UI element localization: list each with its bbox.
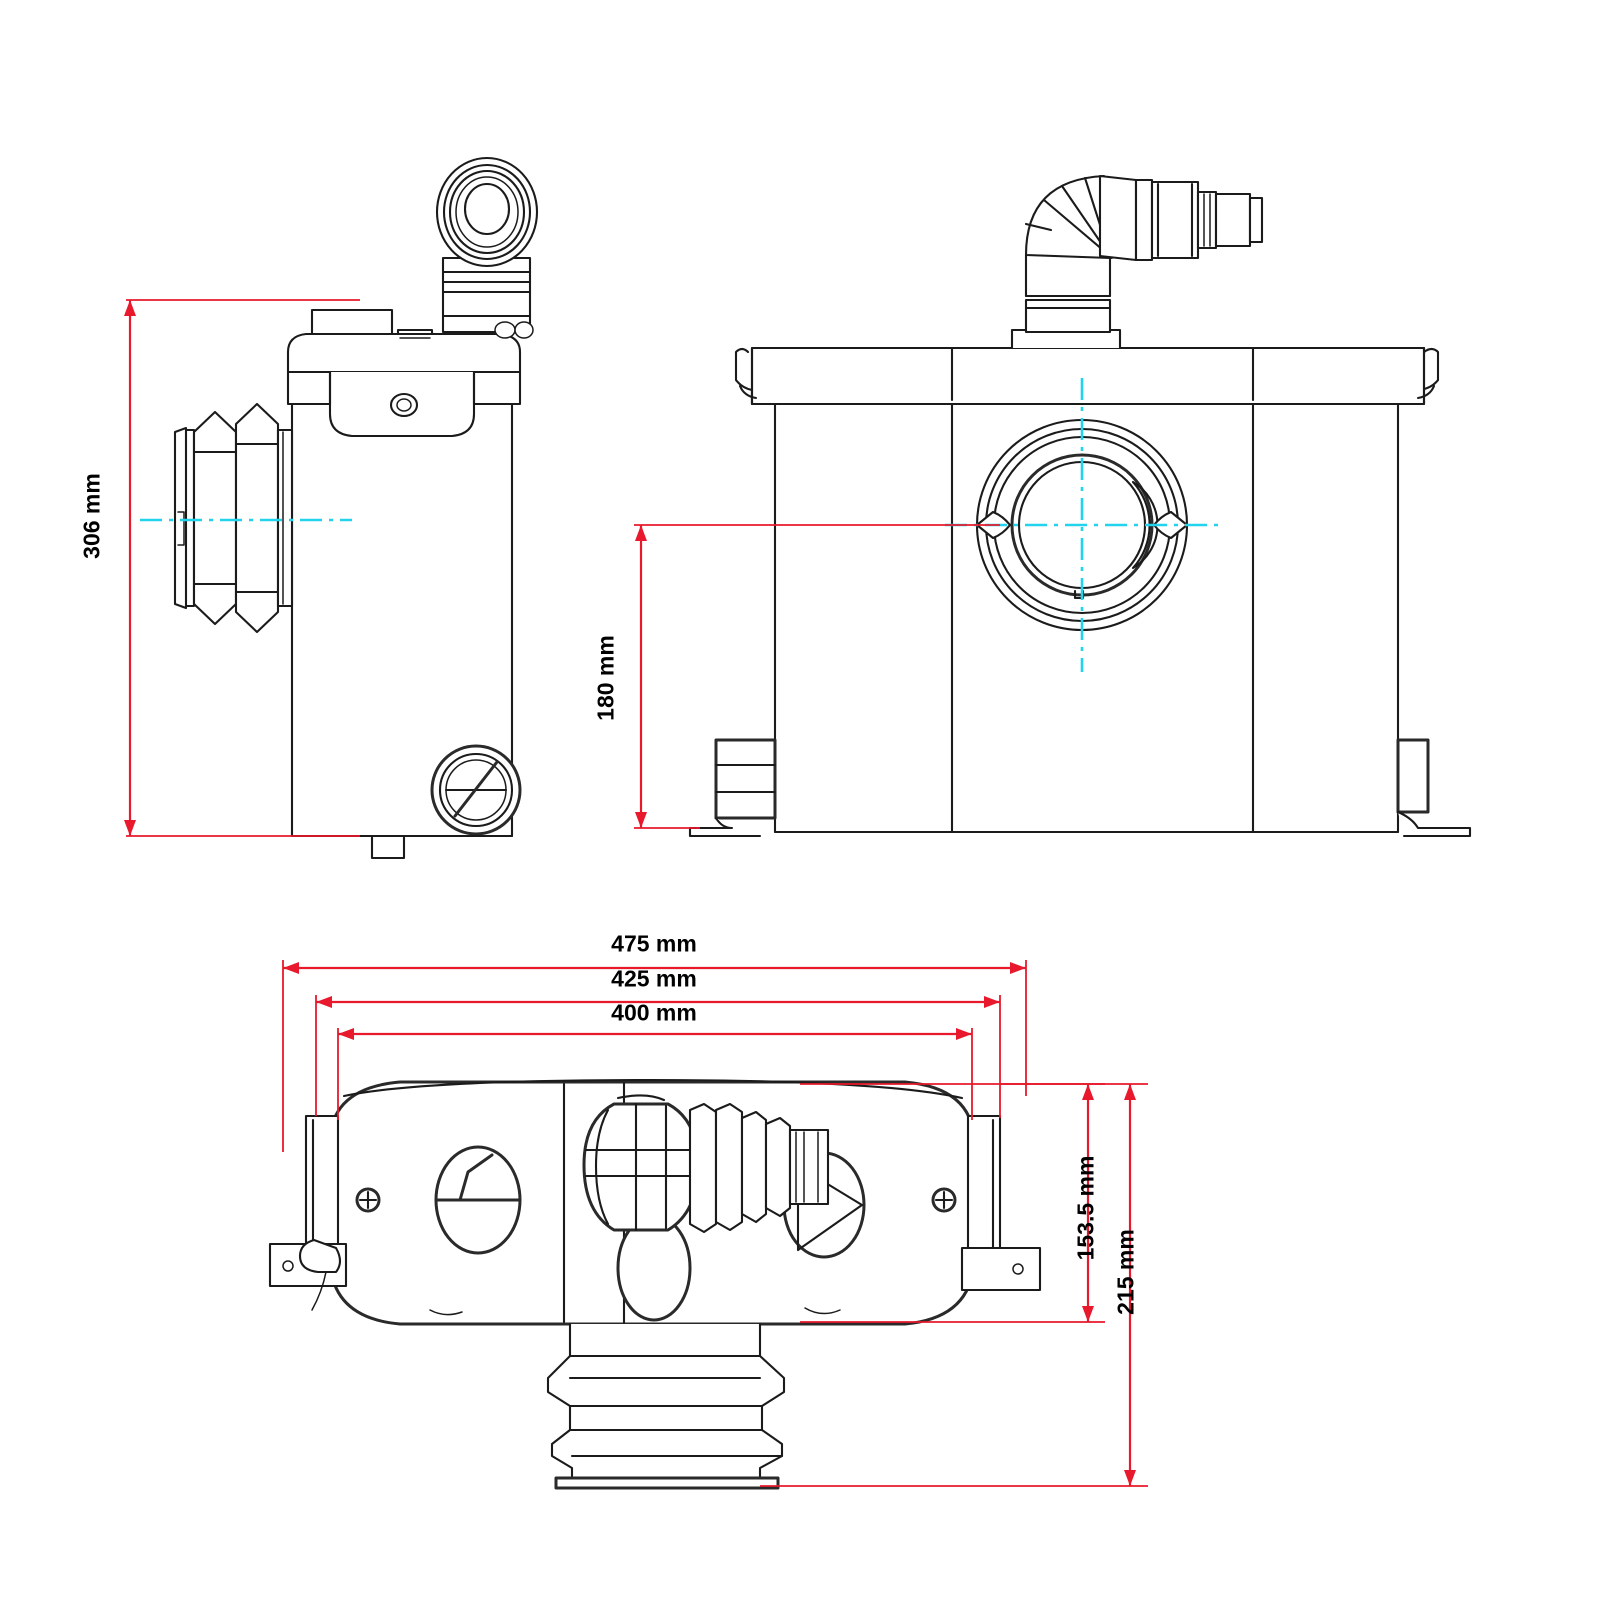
top-view [268, 1078, 1042, 1490]
dimension-label-153-5mm: 153.5 mm [1073, 1156, 1100, 1261]
left-mounting-bracket [688, 738, 777, 838]
dimension-value-400mm: 400 mm [611, 999, 697, 1026]
bellows-outlet-connector [546, 1322, 786, 1490]
dimension-215mm [760, 1083, 1148, 1487]
left-mounting-bracket-top [268, 1114, 348, 1311]
vent-port-circle [434, 1145, 522, 1255]
dimension-475mm [282, 960, 1027, 1152]
round-cross-cap [430, 744, 522, 836]
bellows-inlet-connector [173, 402, 294, 634]
dimension-label-400mm: 400 mm [611, 1000, 697, 1027]
elbow-end-view [435, 156, 539, 339]
dimension-value-306mm: 306 mm [78, 473, 105, 559]
dimension-label-306mm: 306 mm [79, 473, 106, 559]
mounting-foot [370, 834, 406, 860]
side-view-housing [286, 308, 522, 838]
front-view [688, 174, 1472, 838]
dimension-value-475mm: 475 mm [611, 930, 697, 957]
dimension-value-425mm: 425 mm [611, 965, 697, 992]
ribbed-hose-connector [582, 1094, 830, 1234]
right-mounting-bracket-top [960, 1114, 1042, 1292]
dimension-value-153-5mm: 153.5 mm [1072, 1155, 1099, 1261]
dimension-400mm [337, 1028, 973, 1120]
dimension-value-180mm: 180 mm [592, 635, 619, 721]
right-mounting-bracket [1396, 738, 1472, 838]
dimension-label-475mm: 475 mm [611, 931, 697, 958]
dimension-label-215mm: 215 mm [1113, 1229, 1140, 1315]
ninety-degree-elbow [1024, 174, 1264, 334]
dimension-306mm [124, 299, 360, 837]
dimension-180mm [634, 524, 1000, 829]
housing-screws [355, 1187, 957, 1213]
side-view [140, 156, 539, 860]
oval-access-port [616, 1214, 692, 1322]
dimension-label-180mm: 180 mm [593, 635, 620, 721]
dimension-425mm [315, 995, 1001, 1118]
dimension-label-425mm: 425 mm [611, 966, 697, 993]
dimension-value-215mm: 215 mm [1112, 1229, 1139, 1315]
